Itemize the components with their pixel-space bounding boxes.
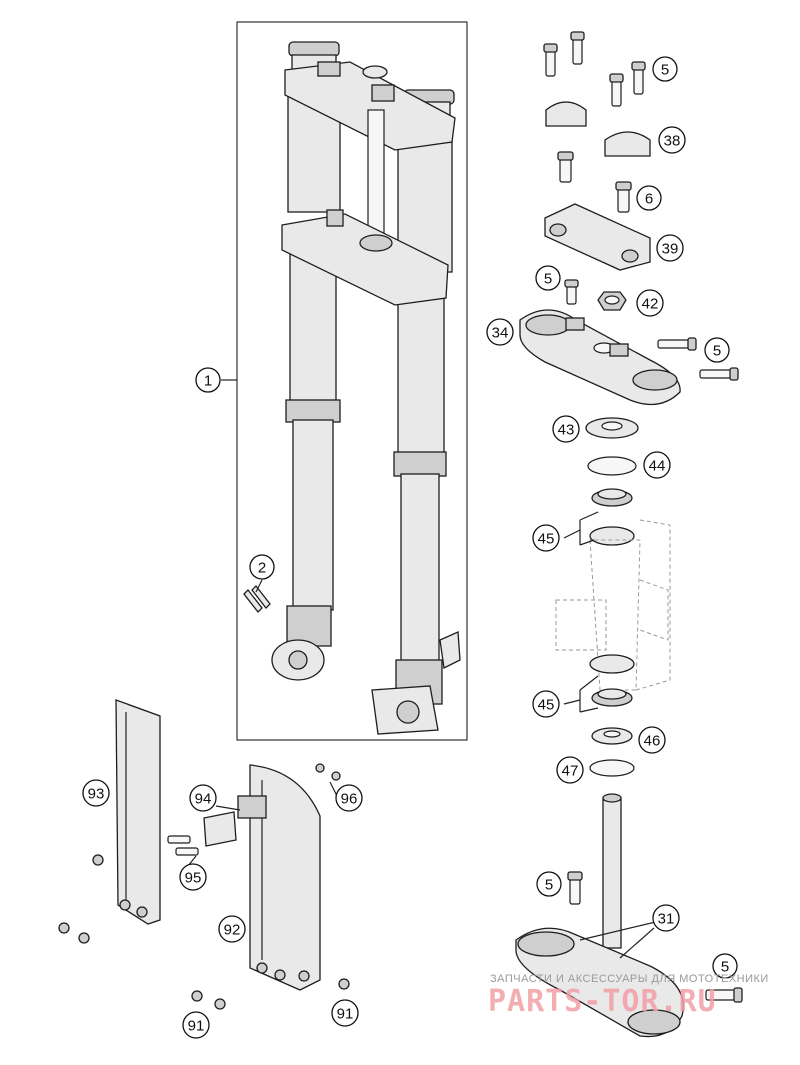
callout-label: 5 <box>661 62 669 79</box>
callout-42: 42 <box>636 289 664 317</box>
handlebar-clamp-cap <box>545 101 587 127</box>
right-fork-leg <box>371 89 461 735</box>
steering-stem <box>367 109 385 241</box>
callout-44: 44 <box>643 451 671 479</box>
callout-label: 47 <box>562 763 579 780</box>
left-fork-leg <box>271 41 341 681</box>
callout-91-right: 91 <box>331 999 359 1027</box>
steering-components <box>515 31 743 1038</box>
callout-5-top: 5 <box>652 56 678 82</box>
callout-43: 43 <box>552 415 580 443</box>
callout-31: 31 <box>652 904 680 932</box>
callout-38: 38 <box>658 126 686 154</box>
callout-label: 34 <box>492 325 509 342</box>
callout-96: 96 <box>335 784 363 812</box>
frame-head-outline <box>555 519 671 691</box>
callout-5-side: 5 <box>704 337 730 363</box>
callout-5-mid: 5 <box>535 265 561 291</box>
callout-label: 92 <box>224 922 241 939</box>
callout-5-bottom: 5 <box>712 953 738 979</box>
callout-label: 96 <box>341 791 358 808</box>
callout-45-upper: 45 <box>532 524 560 552</box>
callout-34: 34 <box>486 318 514 346</box>
callout-label: 95 <box>185 870 202 887</box>
callout-1: 1 <box>195 367 221 393</box>
callout-92: 92 <box>218 915 246 943</box>
fork-guard-right <box>249 764 321 991</box>
callout-label: 5 <box>544 271 552 288</box>
callout-label: 93 <box>88 786 105 803</box>
callout-label: 6 <box>645 191 653 208</box>
callout-94: 94 <box>189 784 217 812</box>
callout-label: 1 <box>204 373 212 390</box>
clamp-bolts <box>243 585 271 613</box>
callout-label: 2 <box>258 560 266 577</box>
callout-label: 5 <box>713 343 721 360</box>
callout-39: 39 <box>656 234 684 262</box>
callout-label: 5 <box>545 877 553 894</box>
callout-label: 94 <box>195 791 212 808</box>
watermark-logo: PARTS-TOR.RU <box>488 984 717 1019</box>
handlebar-clamp-bolts <box>543 31 646 107</box>
callout-label: 91 <box>188 1018 205 1035</box>
callout-label: 31 <box>658 911 675 928</box>
bearing-lower <box>589 654 635 674</box>
fork-assembly-frame <box>236 21 468 741</box>
callout-6: 6 <box>636 185 662 211</box>
callout-45-lower: 45 <box>532 690 560 718</box>
callout-label: 43 <box>558 422 575 439</box>
o-ring-upper <box>587 456 637 476</box>
leader-lines <box>187 379 665 959</box>
guard-bracket <box>203 811 237 847</box>
callout-label: 44 <box>649 458 666 475</box>
fork-guard-left <box>115 699 161 925</box>
callout-label: 39 <box>662 241 679 258</box>
lower-triple-clamp <box>281 213 449 306</box>
callout-label: 45 <box>538 697 555 714</box>
callout-label: 5 <box>721 959 729 976</box>
callout-93: 93 <box>82 779 110 807</box>
fork-guards <box>58 699 350 1010</box>
upper-triple-clamp <box>284 61 456 151</box>
callout-label: 91 <box>337 1006 354 1023</box>
watermark-subtitle: ЗАПЧАСТИ И АКСЕССУАРЫ ДЛЯ МОТОТЕХНИКИ <box>490 973 769 985</box>
callout-46: 46 <box>638 726 666 754</box>
callout-91-left: 91 <box>182 1011 210 1039</box>
callout-label: 38 <box>664 133 681 150</box>
fork-assembly <box>236 21 468 741</box>
lower-stem <box>602 797 622 949</box>
callout-47: 47 <box>556 756 584 784</box>
callout-2: 2 <box>249 554 275 580</box>
o-ring-lower <box>589 759 635 777</box>
callout-label: 45 <box>538 531 555 548</box>
callout-label: 46 <box>644 733 661 750</box>
callout-95: 95 <box>179 863 207 891</box>
callout-label: 42 <box>642 296 659 313</box>
callout-5-stem: 5 <box>536 871 562 897</box>
